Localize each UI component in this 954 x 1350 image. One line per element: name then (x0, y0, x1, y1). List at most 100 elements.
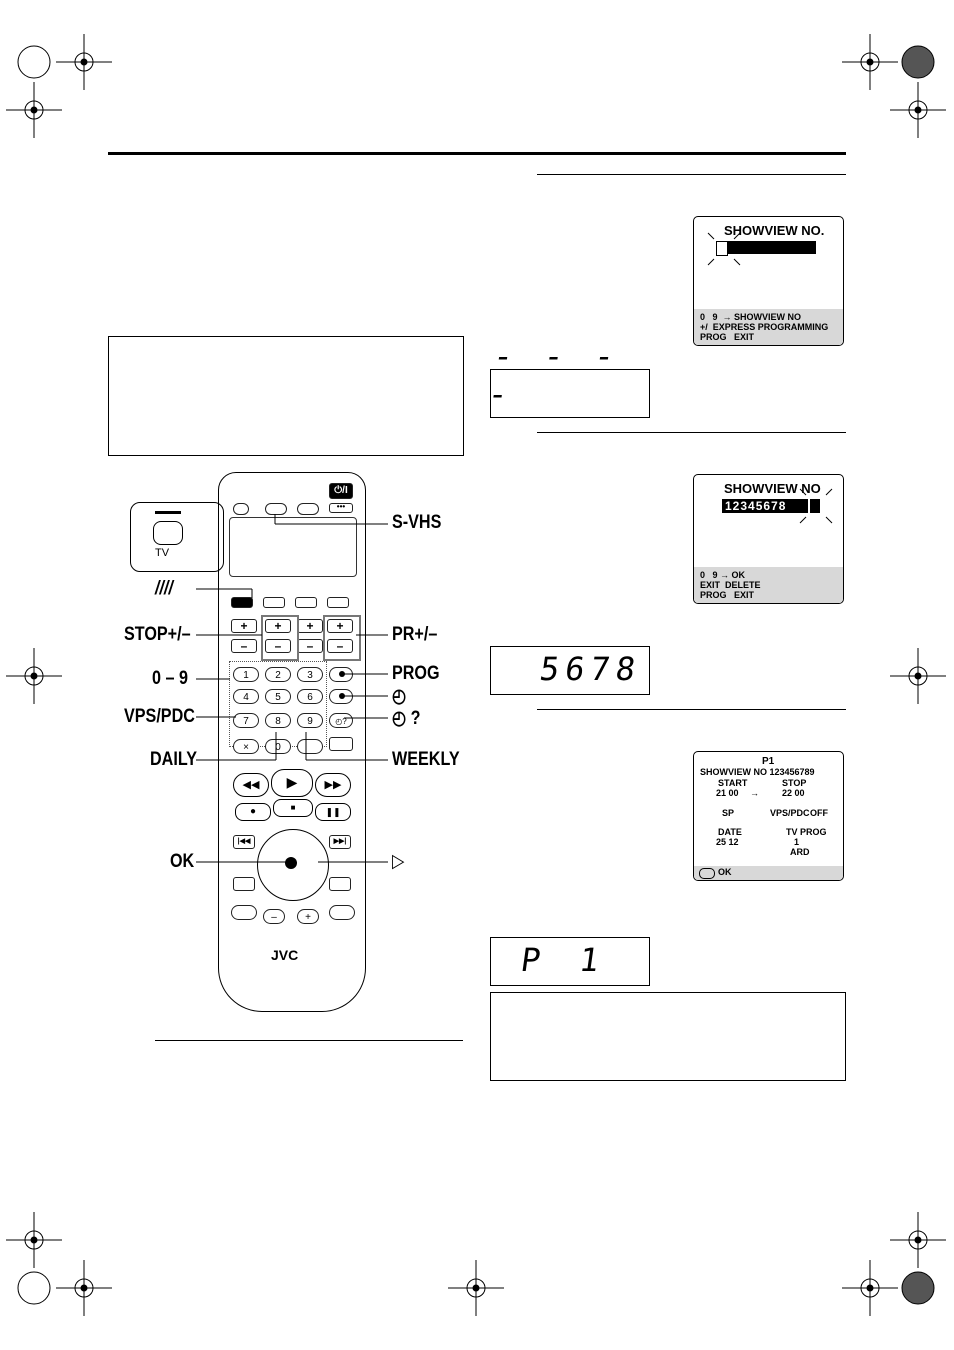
osd3-stop-time: 22 00 (782, 788, 805, 798)
key-x[interactable]: × (233, 739, 259, 754)
switch-inset-tv-label: TV (155, 547, 170, 559)
color-target (17, 1271, 51, 1305)
osd3-vps-label: VPS/PDC (770, 808, 810, 818)
number-key-7[interactable]: 7 (233, 713, 259, 728)
bottom-key-1[interactable] (231, 905, 257, 920)
rec-button[interactable]: ● (235, 803, 271, 821)
dot (339, 671, 345, 677)
step1-rule (537, 174, 846, 175)
nav-ring[interactable] (257, 829, 329, 901)
number-key-6[interactable]: 6 (297, 689, 323, 704)
osd2-title: SHOWVIEW NO (724, 481, 821, 496)
number-key-4[interactable]: 4 (233, 689, 259, 704)
side-key-r[interactable] (329, 877, 351, 891)
rewind-button[interactable]: ◀◀ (233, 773, 269, 797)
skip-fwd-button[interactable]: ▶▶| (329, 835, 351, 849)
vol-plus[interactable]: + (297, 909, 319, 924)
menu-dots-button[interactable]: ••• (329, 503, 353, 513)
step3-rule (537, 709, 846, 710)
right-blank-key[interactable] (329, 737, 353, 751)
osd-showview-entry: SHOWVIEW NO. 0 9 → SHOWVIEW NO+/ EXPRESS… (693, 216, 844, 346)
callout-prog: PROG (392, 663, 440, 684)
registration-dot (866, 58, 874, 66)
number-key-2[interactable]: 2 (265, 667, 291, 682)
svhs-button[interactable] (265, 503, 287, 515)
stop-plus-key[interactable]: + (265, 619, 291, 633)
bottom-key-4[interactable] (329, 905, 355, 920)
callout-weekly: WEEKLY (392, 749, 460, 770)
timer-query-button[interactable]: ◴? (329, 713, 353, 728)
number-key-9[interactable]: 9 (297, 713, 323, 728)
number-key-8[interactable]: 8 (265, 713, 291, 728)
stop-button[interactable]: ■ (273, 799, 313, 817)
registration-dot (866, 1284, 874, 1292)
plus-key-1[interactable]: + (231, 619, 257, 633)
osd3-date-value: 25 12 (716, 837, 739, 847)
tv-vcr-switch[interactable] (233, 503, 249, 515)
key-blank[interactable] (297, 739, 323, 754)
ff-button[interactable]: ▶▶ (315, 773, 351, 797)
osd3-program: P1 (762, 756, 775, 767)
osd2-blink-icon (799, 488, 833, 524)
pr-minus-key[interactable]: – (327, 639, 353, 653)
notice-box-left (108, 336, 464, 456)
play-button[interactable]: ▶ (271, 769, 313, 797)
pr-plus-key[interactable]: + (327, 619, 353, 633)
color-target (17, 45, 51, 79)
osd1-blink-icon (707, 232, 741, 266)
number-key-5[interactable]: 5 (265, 689, 291, 704)
notice-box-right (490, 992, 846, 1081)
pause-button[interactable]: ❚❚ (315, 803, 351, 821)
front-display-3: P 1 (490, 937, 650, 986)
skip-back-button[interactable]: |◀◀ (233, 835, 255, 849)
osd3-start-label: START (718, 778, 748, 788)
vol-minus[interactable]: – (263, 909, 285, 924)
osd1-footer-line: PROG EXIT (700, 332, 755, 342)
minus-key-1[interactable]: – (231, 639, 257, 653)
slash-button[interactable] (231, 597, 253, 608)
remote-control: ⏻/I ••• + + + + – – – – × ◴? ◀◀ ▶ ▶▶ ● ■… (218, 472, 366, 1012)
callout-pr: PR+/– (392, 624, 438, 645)
osd3-station: ARD (790, 847, 810, 857)
osd3-footer-bar: OK (694, 866, 843, 880)
osd3-stop-label: STOP (782, 778, 807, 788)
flat-key-2[interactable] (263, 597, 285, 608)
remote-caption-rule (155, 1040, 463, 1041)
registration-dot (914, 1236, 922, 1244)
switch-inset-toggle (153, 521, 183, 545)
front-display-2: 5678 (490, 646, 650, 695)
osd3-vps-value: OFF (810, 808, 828, 818)
pill-button-2[interactable] (297, 503, 319, 515)
ok-button[interactable] (285, 857, 297, 869)
switch-inset-arrow-icon (155, 511, 181, 514)
osd2-cursor (810, 499, 820, 513)
osd3-tvprog-label: TV PROG (786, 827, 827, 837)
number-key-3[interactable]: 3 (297, 667, 323, 682)
stop-highlight (261, 615, 299, 661)
dot (339, 693, 345, 699)
side-key-l[interactable] (233, 877, 255, 891)
number-key-0[interactable]: 0 (265, 739, 291, 754)
remote-lcd-panel (229, 517, 357, 577)
minus-key-3[interactable]: – (297, 639, 323, 653)
osd1-input-bar (720, 241, 816, 254)
power-button[interactable]: ⏻/I (329, 483, 353, 499)
stop-minus-key[interactable]: – (265, 639, 291, 653)
timer-button[interactable] (329, 689, 353, 704)
callout-stop: STOP+/– (124, 624, 191, 645)
callout-slashes: //// (155, 578, 173, 599)
flat-key-3[interactable] (295, 597, 317, 608)
registration-dot (914, 106, 922, 114)
registration-dot (914, 672, 922, 680)
registration-dot (80, 58, 88, 66)
registration-dot (30, 106, 38, 114)
callout-svhs: S-VHS (392, 512, 442, 533)
number-key-1[interactable]: 1 (233, 667, 259, 682)
osd1-title: SHOWVIEW NO. (724, 223, 825, 238)
flat-key-4[interactable] (327, 597, 349, 608)
